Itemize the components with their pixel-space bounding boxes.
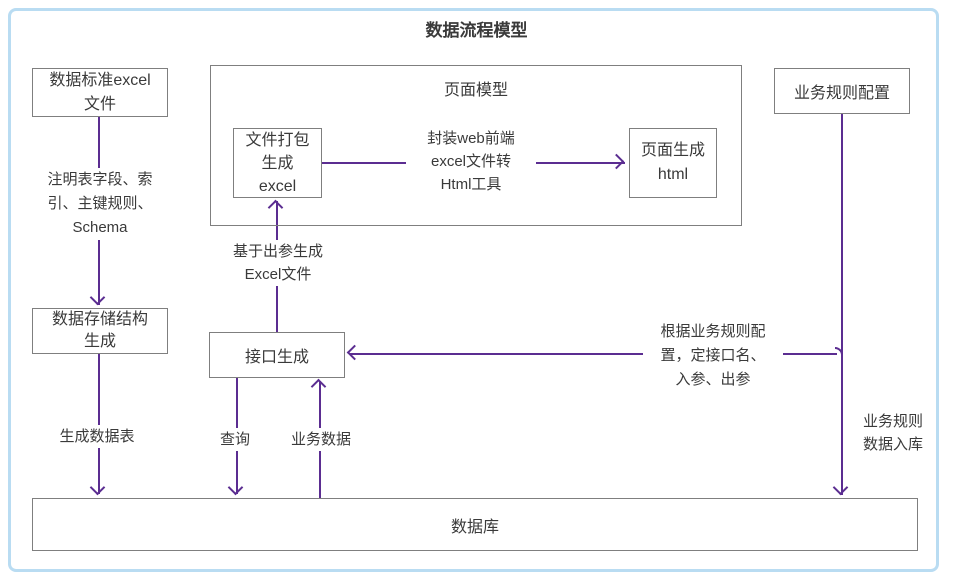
node-page-gen-html: 页面生成 html <box>629 128 717 198</box>
edge-storage-to-database <box>98 354 100 494</box>
edge-label-rule-to-interface: 根据业务规则配 置，定接口名、 入参、出参 <box>643 320 783 392</box>
container-page-model: 页面模型 <box>210 65 742 226</box>
diagram-title: 数据流程模型 <box>425 21 528 40</box>
edge-ruleconfig-to-interface <box>350 353 837 355</box>
page-model-title: 页面模型 <box>443 82 508 99</box>
outer-frame <box>8 8 939 572</box>
edge-label-schema-note: 注明表字段、索 引、主键规则、 Schema <box>20 168 180 240</box>
edge-corner <box>835 347 843 355</box>
node-business-rule-config: 业务规则配置 <box>774 68 910 114</box>
edge-label-web-tool: 封装web前端 excel文件转 Html工具 <box>406 127 536 196</box>
edge-ruleconfig-to-database <box>841 114 843 495</box>
node-data-storage-gen: 数据存储结构 生成 <box>32 308 168 354</box>
node-database: 数据库 <box>32 498 918 551</box>
node-file-package-gen-excel: 文件打包 生成 excel <box>233 128 322 198</box>
edge-label-query: 查询 <box>205 428 265 451</box>
edge-label-gen-table: 生成数据表 <box>47 425 147 448</box>
edge-label-rule-into-db: 业务规则 数据入库 <box>862 413 923 453</box>
edge-label-gen-excel: 基于出参生成 Excel文件 <box>208 240 348 286</box>
node-interface-gen: 接口生成 <box>209 332 345 378</box>
edge-label-business-data: 业务数据 <box>281 428 361 451</box>
node-data-standard-excel: 数据标准excel 文件 <box>32 68 168 117</box>
